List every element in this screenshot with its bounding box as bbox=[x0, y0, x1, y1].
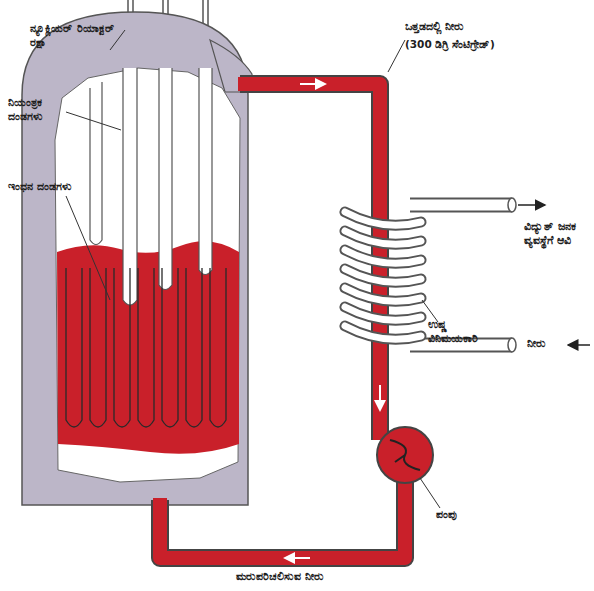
part-label: ನಿಯಂತ್ರಕ ದಂಡಗಳು bbox=[8, 96, 74, 123]
coil-turn bbox=[345, 307, 421, 320]
fuel-rod bbox=[66, 268, 82, 427]
pump-body bbox=[377, 427, 433, 483]
fuel-rods bbox=[66, 268, 226, 427]
temperature-label: (300 ಡಿಗ್ರಿ ಸೆಂಟಿಗ್ರೇಡ್) bbox=[405, 38, 555, 52]
fuel-rod bbox=[210, 268, 226, 427]
flow-label: ವಿದ್ಯುತ್ ಜನಕ ವ್ಯವಸ್ಥೆಗೆ ಆವಿ bbox=[524, 220, 590, 247]
leader-lines bbox=[66, 30, 440, 508]
part-label: ಉಷ್ಣ ವಿನಿಮಯಕಾರಿ bbox=[428, 318, 498, 345]
coil-turn bbox=[345, 231, 421, 244]
reactor-vessel bbox=[22, 12, 248, 505]
coil-turn bbox=[345, 326, 421, 339]
fuel-rod bbox=[90, 268, 106, 427]
coil-turn bbox=[345, 212, 421, 225]
water-arrow bbox=[568, 344, 590, 346]
coil-turn bbox=[345, 269, 421, 282]
coil-turn bbox=[345, 288, 421, 301]
fuel-rod bbox=[114, 268, 130, 427]
core-water bbox=[57, 241, 239, 454]
control-rods bbox=[90, 68, 212, 305]
coil-turn bbox=[345, 269, 421, 282]
fuel-rod bbox=[162, 268, 178, 427]
pump-impeller bbox=[390, 440, 420, 470]
flow-label: ನೀರು bbox=[527, 337, 567, 351]
flow-label: ಒತ್ತಡದಲ್ಲಿ ನೀರು bbox=[405, 20, 525, 34]
steam-arrow bbox=[518, 204, 545, 206]
coil-turn bbox=[345, 231, 421, 244]
coil-turn bbox=[345, 326, 421, 339]
coil-turn bbox=[345, 288, 421, 301]
reactor-core-cavity bbox=[55, 68, 240, 482]
coil-turn bbox=[345, 212, 421, 225]
flow-label: ಮರುಪರಿಚಲಿಸುವ ನೀರು bbox=[150, 570, 410, 584]
heat-exchanger-coil bbox=[345, 212, 421, 339]
part-label: ನ್ಯೂಕ್ಲಿಯರ್ ರಿಯಾಕ್ಟರ್ ರಕ್ಷಾ bbox=[30, 22, 130, 49]
part-label: ಪಂಪು bbox=[436, 508, 496, 522]
coil-turn bbox=[345, 250, 421, 263]
part-label: ಇಂಧನ ದಂಡಗಳು bbox=[8, 180, 74, 194]
coil-turn bbox=[345, 250, 421, 263]
coil-turn bbox=[345, 307, 421, 320]
fuel-rod bbox=[138, 268, 154, 427]
fuel-rod bbox=[186, 268, 202, 427]
